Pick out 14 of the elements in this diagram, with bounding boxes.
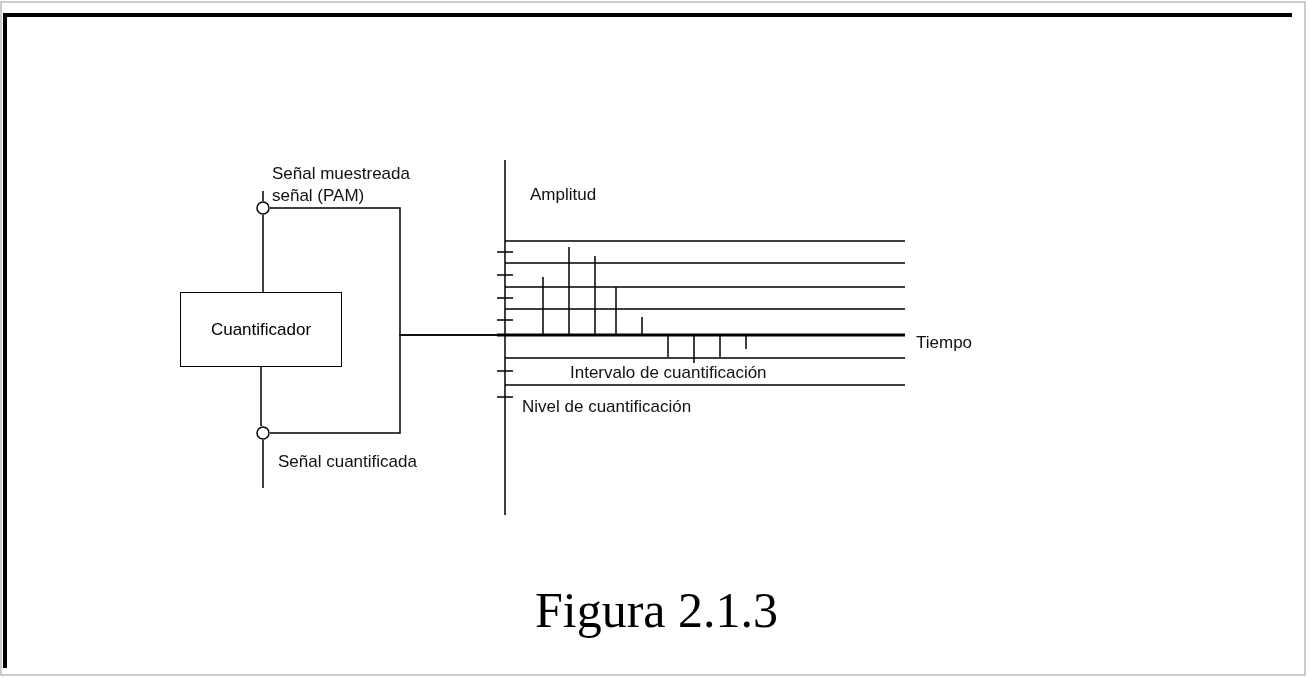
interval-label: Intervalo de cuantificación [570,362,767,384]
connector-line [269,334,498,434]
level-label: Nivel de cuantificación [522,396,692,418]
connector-line [260,366,262,427]
axis-label: Tiempo [916,332,973,354]
box-label: Cuantificador [210,319,312,340]
figure-caption: Figura 2.1.3 [533,581,779,640]
signal-label: Señal cuantificada [278,451,417,473]
axis-label: Amplitud [530,184,597,206]
connector-line [262,214,264,293]
connector-line [262,190,264,202]
connector-line [262,439,264,489]
signal-label: Señal muestreada señal (PAM) [272,163,411,207]
process-box [180,292,342,367]
